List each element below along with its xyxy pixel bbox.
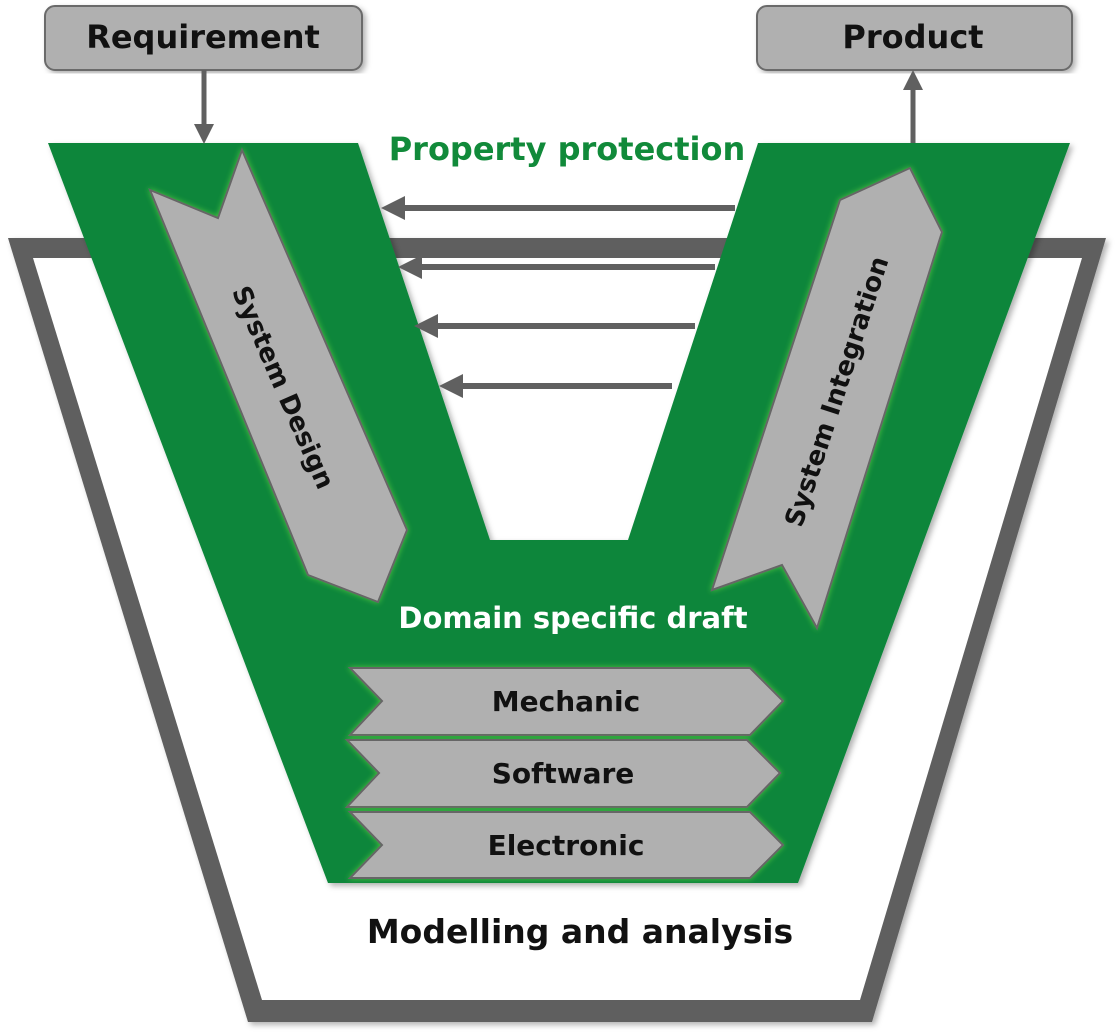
domain-label: Software bbox=[492, 757, 635, 790]
domain-label: Mechanic bbox=[492, 685, 640, 718]
product-box: Product bbox=[756, 5, 1073, 71]
product-label: Product bbox=[842, 18, 983, 56]
domain-specific-draft-label: Domain specific draft bbox=[398, 601, 747, 635]
domain-chevron-software: Software bbox=[344, 739, 782, 808]
domain-chevron-electronic: Electronic bbox=[347, 811, 785, 879]
property-protection-label: Property protection bbox=[389, 130, 746, 168]
requirement-box: Requirement bbox=[44, 5, 363, 71]
domain-chevron-mechanic: Mechanic bbox=[347, 667, 785, 736]
feedback-arrows bbox=[381, 196, 735, 398]
domain-label: Electronic bbox=[488, 829, 645, 862]
system-design-arrow: System Design bbox=[148, 147, 409, 604]
requirement-label: Requirement bbox=[86, 18, 320, 56]
modelling-and-analysis-label: Modelling and analysis bbox=[367, 912, 793, 951]
